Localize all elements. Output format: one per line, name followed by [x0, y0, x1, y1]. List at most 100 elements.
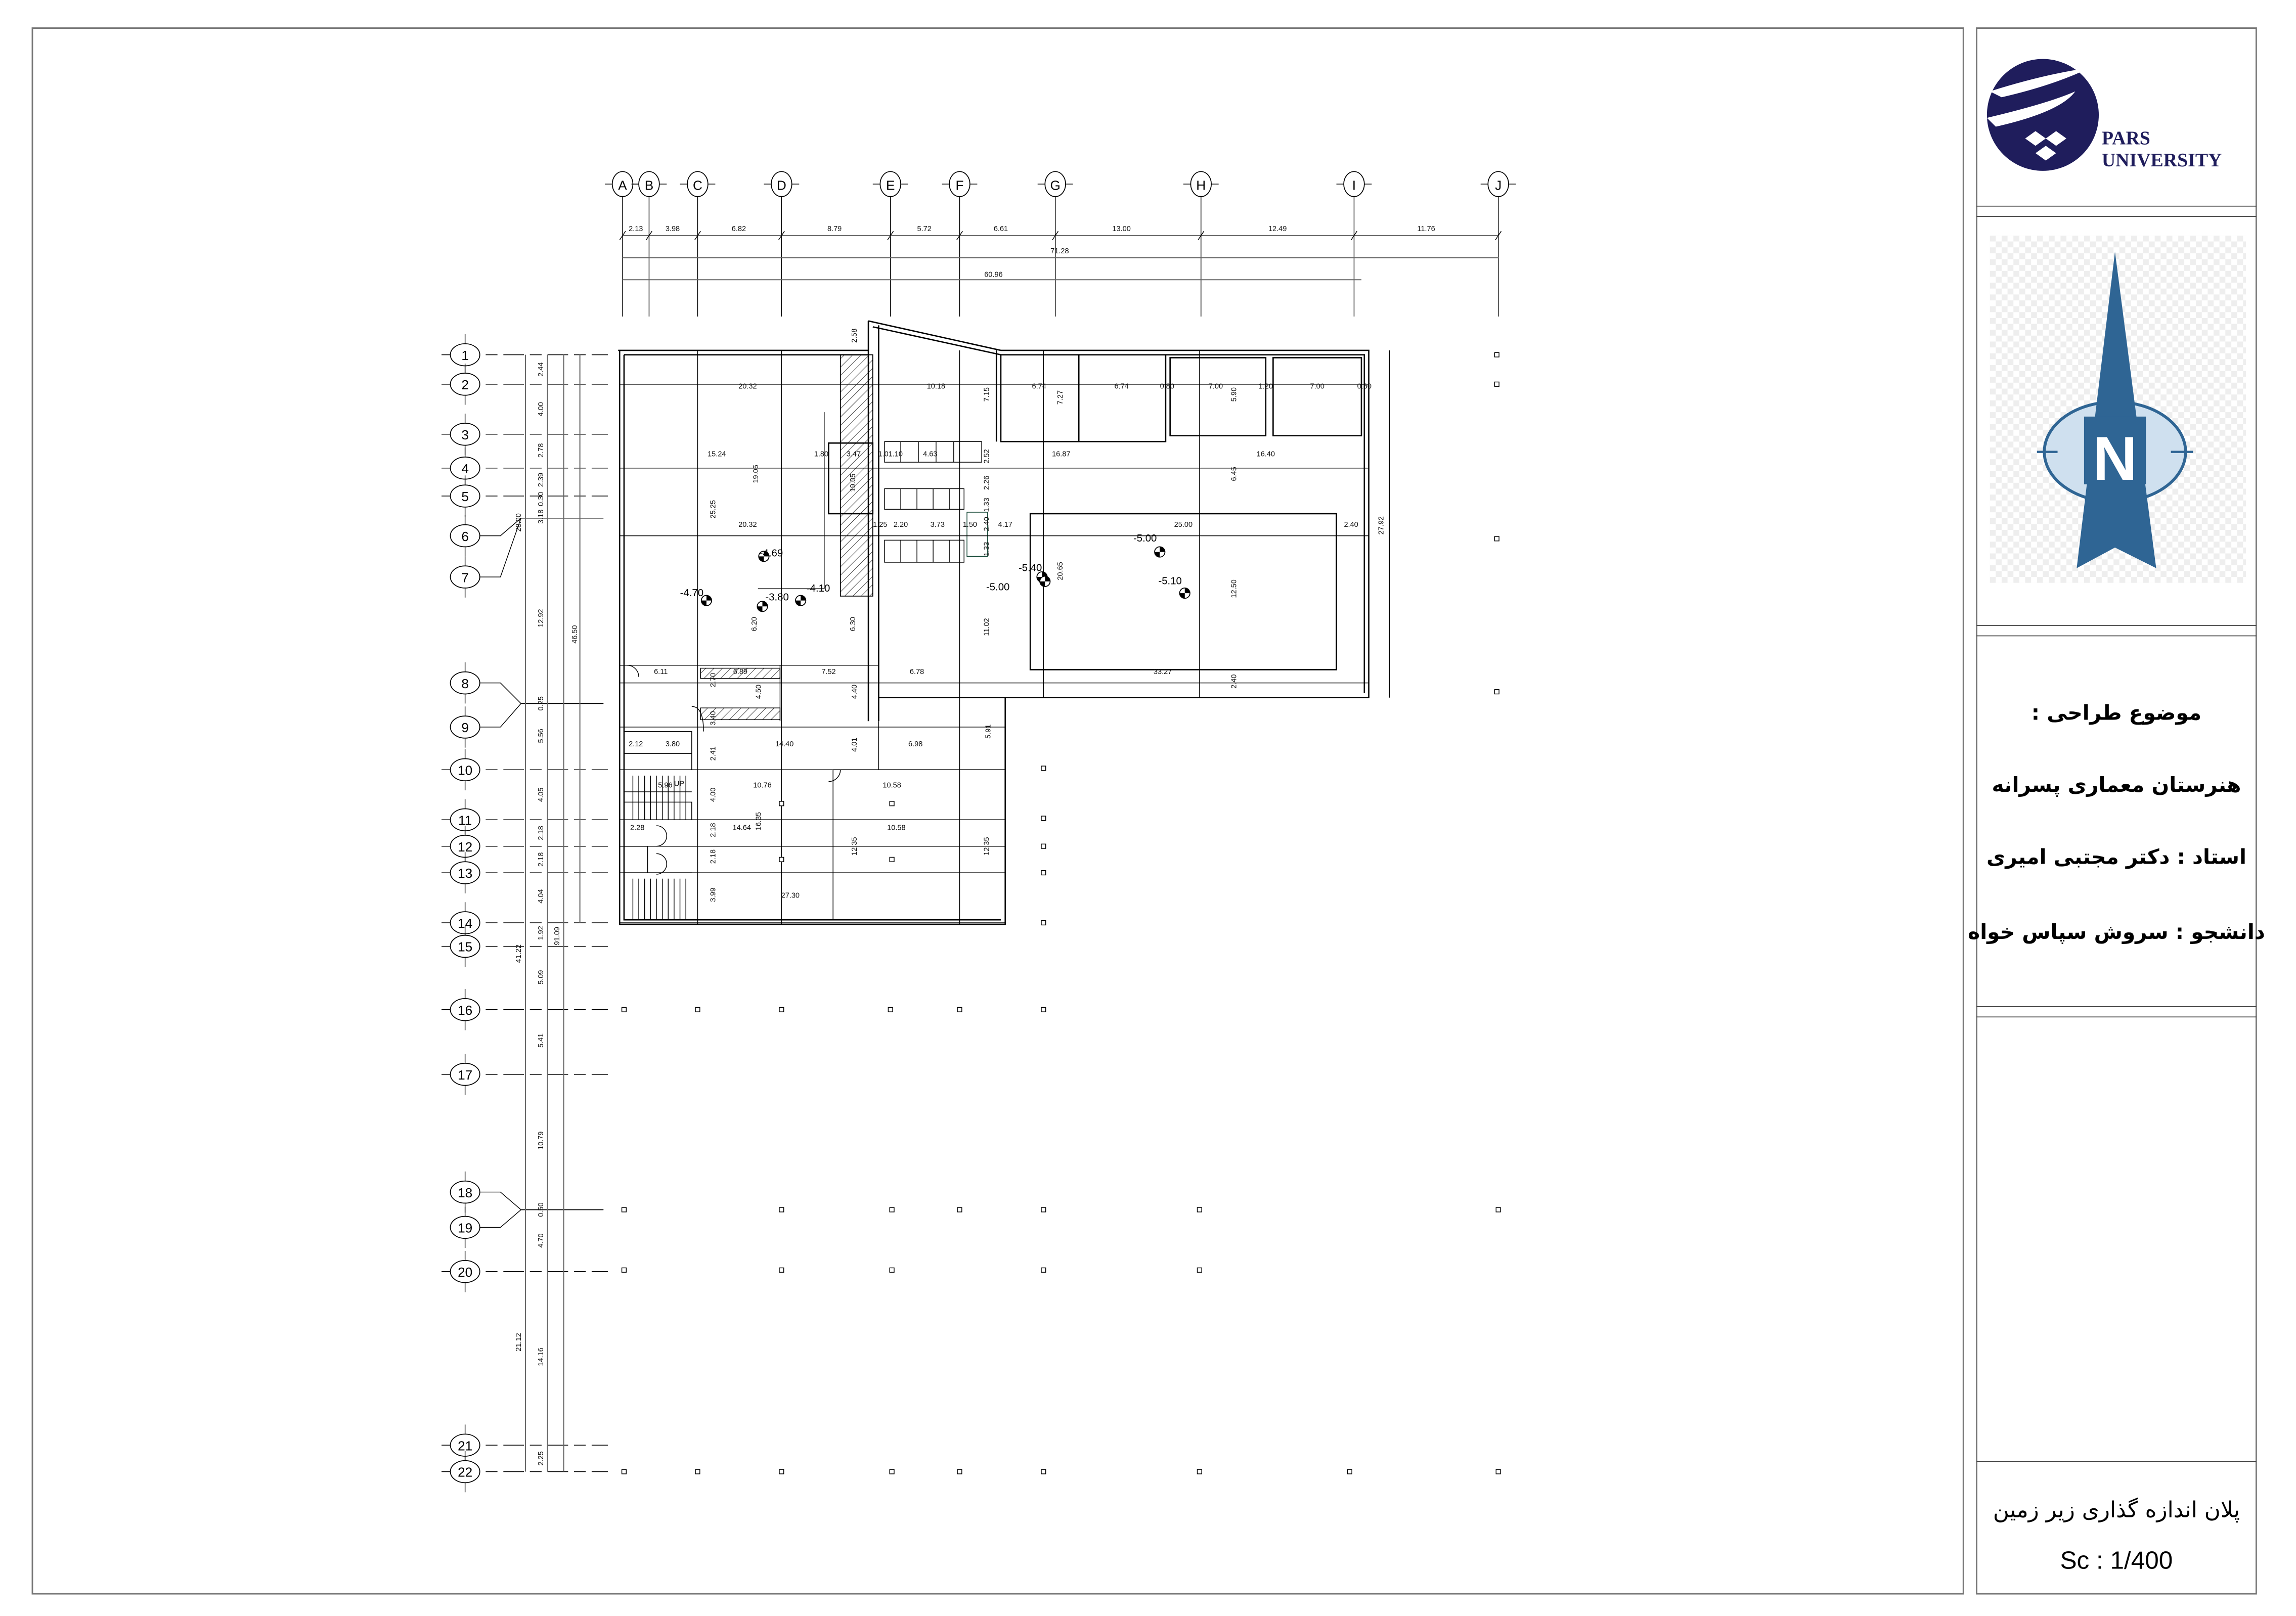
plan-dimension-label: 2.40 [983, 517, 991, 531]
column-spacing-label: 13.00 [1112, 225, 1130, 233]
grid-label-row: 12 [458, 839, 472, 855]
grid-label-col: B [645, 178, 653, 193]
column-spacing-label: 6.82 [732, 225, 746, 233]
column-marker [779, 801, 784, 806]
grid-bubble-row [450, 671, 480, 695]
plan-dimension-label: 1.20 [1259, 383, 1273, 391]
plan-dimension-label: 4.50 [755, 685, 763, 699]
plan-dimension-label: 6.89 [733, 668, 747, 676]
pool-box-2 [1272, 357, 1362, 437]
row-spacing-label: 5.41 [537, 1034, 545, 1048]
logo-text-university: UNIVERSITY [2102, 150, 2222, 171]
column-marker [695, 1469, 700, 1474]
level-value: -4.10 [807, 583, 830, 594]
plan-dimension-label: 7.00 [1209, 383, 1223, 391]
row-spacing-label: 2.78 [537, 443, 545, 458]
grid-bubble-row [450, 1216, 480, 1239]
level-value: -5.00 [1133, 533, 1157, 544]
exterior-walls [618, 320, 1370, 925]
plan-dimension-label: 6.74 [1114, 383, 1128, 391]
grid-bubble-col [1343, 171, 1365, 197]
plan-dimension-label: 2.58 [851, 329, 859, 343]
column-marker [957, 1007, 962, 1012]
plan-dimension-label: 3.80 [666, 740, 680, 748]
grid-label-row: 15 [458, 939, 472, 955]
logo-text-pars: PARS [2102, 127, 2150, 149]
grid-bubble-row [450, 934, 480, 958]
plan-dimension-label: 4.63 [923, 450, 937, 458]
column-marker [1041, 766, 1046, 771]
level-value: -5.00 [986, 581, 1009, 593]
plan-dimension-label: 0.80 [1160, 383, 1174, 391]
grid-label-row: 10 [458, 763, 472, 778]
column-marker [1041, 1267, 1046, 1273]
grid-label-row: 16 [458, 1003, 472, 1018]
plan-dimension-label: 16.87 [1052, 450, 1070, 458]
plan-dimension-label: 0.60 [1357, 383, 1372, 391]
level-marker: -4.10 [795, 583, 830, 606]
column-marker [1041, 1207, 1046, 1213]
grid-label-col: A [618, 178, 627, 193]
plan-dimension-label: 2.70 [709, 673, 717, 687]
column-marker [1494, 381, 1499, 387]
grid-label-row: 2 [461, 377, 469, 392]
grid-label-col: H [1196, 178, 1206, 193]
lower-wing-rooms [620, 664, 1005, 920]
column-marker [621, 1207, 627, 1213]
plan-dimension-label: 14.40 [775, 740, 793, 748]
column-marker [621, 1469, 627, 1474]
grid-label-col: E [886, 178, 895, 193]
level-markers: -4.69-4.70-3.80-4.10-5.40-5.00-5.00-5.10 [680, 533, 1190, 612]
row-spacing-label: 5.09 [537, 970, 545, 984]
grid-bubble-col [771, 171, 792, 197]
plan-dimension-label: 4.40 [851, 685, 859, 699]
partial-width-label: 60.96 [984, 271, 1002, 279]
grid-label-row: 18 [458, 1185, 472, 1200]
column-marker [1494, 689, 1499, 695]
student-name: دانشجو : سروش سپاس خواه [1968, 920, 2265, 944]
grid-label-row: 19 [458, 1221, 472, 1236]
column-marker [1041, 1007, 1046, 1012]
row-spacing-label: 0.50 [537, 1202, 545, 1217]
row-spacing-label: 14.16 [537, 1348, 545, 1366]
row-spacing-label: 1.92 [537, 926, 545, 940]
plan-dimension-label: 20.65 [1056, 562, 1065, 580]
column-spacing-label: 6.61 [994, 225, 1008, 233]
plan-dimension-label: 15.24 [708, 450, 726, 458]
grid-label-col: G [1050, 178, 1060, 193]
grid-bubble-col [1044, 171, 1066, 197]
project-name: هنرستان معماری پسرانه [1992, 773, 2241, 797]
column-marker [779, 1007, 784, 1012]
column-marker [1197, 1207, 1202, 1213]
plan-dimension-label: 1.33 [983, 498, 991, 512]
level-value: -5.40 [1019, 562, 1042, 573]
column-marker [779, 857, 784, 862]
level-marker: -4.70 [680, 588, 712, 606]
column-marker [1041, 843, 1046, 849]
column-marker [888, 1007, 893, 1012]
column-marker [621, 1007, 627, 1012]
column-spacing-label: 8.79 [827, 225, 842, 233]
grid-label-col: C [693, 178, 702, 193]
grid-bubble-row [450, 1460, 480, 1484]
plan-dimension-label: 10.58 [887, 824, 905, 832]
grid-bubble-row [450, 715, 480, 739]
grid-label-col: J [1495, 178, 1502, 193]
grid-label-row: 21 [458, 1438, 472, 1453]
level-marker: -5.00 [986, 575, 1051, 593]
plan-dimension-label: 4.00 [709, 788, 717, 802]
grid-label-row: 9 [461, 720, 469, 735]
plan-dimension-label: 6.78 [910, 668, 924, 676]
toilet-cubicles [884, 441, 988, 563]
plan-dimension-label: 3.73 [931, 521, 945, 529]
grid-bubble-col [879, 171, 901, 197]
instructor-name: استاد : دکتر مجتبی امیری [1986, 845, 2246, 869]
row-total-label: 41.22 [515, 945, 523, 963]
row-spacing-label: 4.05 [537, 788, 545, 802]
row-spacing-label: 0.30 [537, 492, 545, 506]
plan-dimension-label: 2.12 [629, 740, 643, 748]
plan-dimension-label: 14.64 [733, 824, 751, 832]
grid-label-row: 13 [458, 866, 472, 881]
